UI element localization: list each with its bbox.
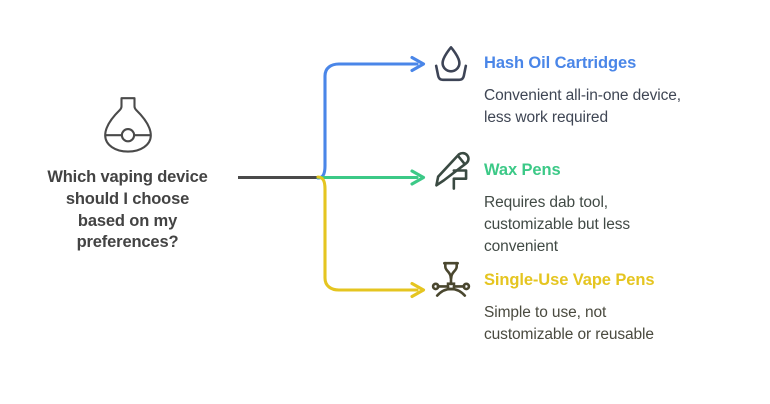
connector-line-single-use-vape-pens [316, 175, 419, 292]
desc-line: Requires dab tool, [484, 194, 609, 211]
branch-wax-pens: Wax Pens Requires dab tool, customizable… [430, 151, 760, 258]
question-line: based on my [77, 211, 178, 230]
desc-line: customizable but less [484, 216, 631, 233]
desc-line: convenient [484, 238, 558, 255]
branch-hash-oil-cartridges: Hash Oil Cartridges Convenient all-in-on… [430, 44, 760, 129]
branch-description-wax-pens: Requires dab tool, customizable but less… [430, 192, 746, 258]
branch-title-hash-oil-cartridges: Hash Oil Cartridges [484, 54, 637, 72]
connector-line-hash-oil-cartridges [316, 62, 419, 180]
vaporizer-diffuser-icon [103, 97, 152, 153]
branch-single-use-vape-pens: Single-Use Vape Pens Simple to use, not … [430, 261, 760, 346]
branch-title-wax-pens: Wax Pens [484, 161, 561, 179]
desc-line: Convenient all-in-one device, [484, 87, 681, 104]
atomizer-coil-icon [430, 261, 472, 301]
branch-header: Wax Pens [430, 151, 760, 191]
dab-tool-pen-icon [430, 151, 472, 191]
question-line: should I choose [65, 189, 190, 208]
desc-line: less work required [484, 109, 608, 126]
root-question-text: Which vaping device should I choose base… [10, 167, 245, 254]
question-line: preferences? [76, 233, 179, 252]
oil-droplet-basin-icon [430, 44, 472, 84]
branch-title-single-use-vape-pens: Single-Use Vape Pens [484, 271, 655, 289]
arrowhead-hash-oil-cartridges [410, 55, 426, 73]
branch-header: Hash Oil Cartridges [430, 44, 760, 84]
question-line: Which vaping device [47, 168, 208, 186]
desc-line: customizable or reusable [484, 326, 654, 343]
desc-line: Simple to use, not [484, 304, 607, 321]
branch-description-hash-oil-cartridges: Convenient all-in-one device, less work … [430, 85, 746, 129]
arrowhead-wax-pens [410, 169, 426, 186]
branch-description-single-use-vape-pens: Simple to use, not customizable or reusa… [430, 302, 746, 346]
branch-header: Single-Use Vape Pens [430, 261, 760, 301]
arrowhead-single-use-vape-pens [410, 281, 426, 299]
root-node: Which vaping device should I choose base… [10, 95, 245, 254]
